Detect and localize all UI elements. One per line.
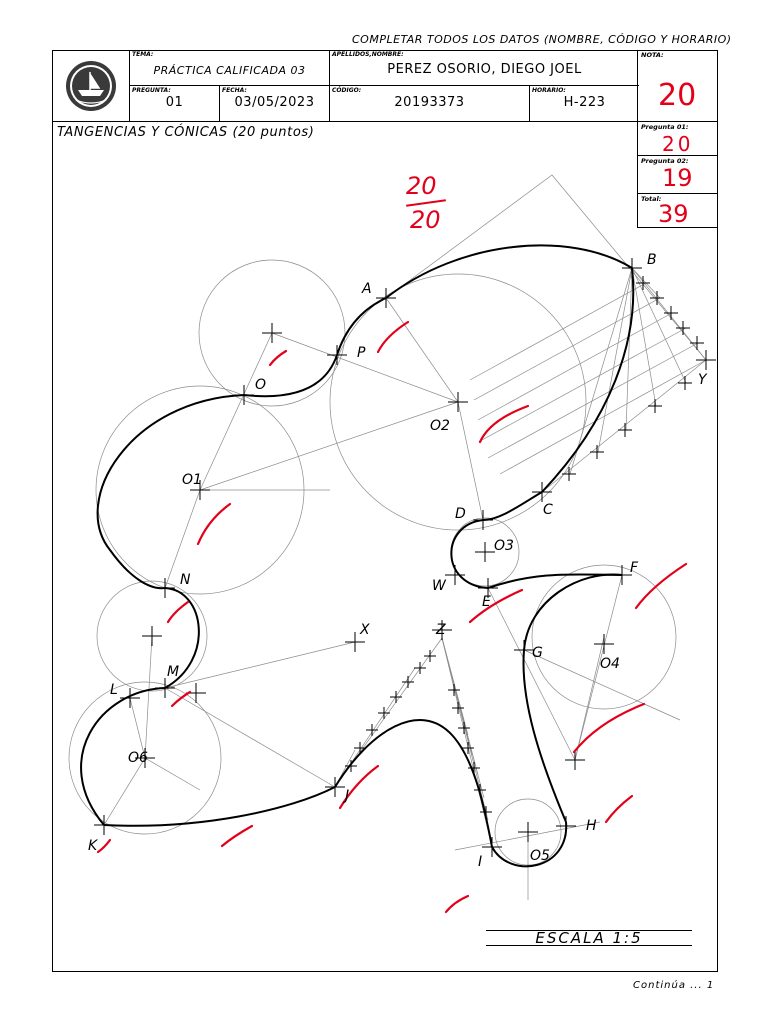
- point-label: M: [167, 664, 179, 680]
- point-label: X: [359, 622, 370, 638]
- p1-score: 20: [662, 132, 694, 156]
- grade-numerator: 20: [406, 172, 437, 200]
- point-label: J: [342, 788, 349, 804]
- pregunta-value: 01: [165, 95, 184, 110]
- point-label: Y: [698, 372, 708, 388]
- point-label: H: [586, 818, 597, 834]
- fecha-cell: FECHA: 03/05/2023: [220, 86, 330, 122]
- point-label: A: [361, 281, 372, 297]
- point-label: I: [478, 854, 482, 870]
- point-label: D: [455, 506, 466, 522]
- nota-value: 20: [658, 78, 697, 113]
- point-label: L: [110, 682, 118, 698]
- p2-box: Pregunta 02: 19: [637, 156, 718, 194]
- horario-cell: HORARIO: H-223: [530, 86, 639, 122]
- point-label: O2: [430, 418, 450, 434]
- point-label: O1: [182, 472, 202, 488]
- point-label: C: [543, 502, 553, 518]
- point-label: O: [255, 377, 266, 393]
- point-label: O4: [600, 656, 620, 672]
- logo-seal-icon: [66, 61, 116, 111]
- score-column: NOTA: 20 Pregunta 01: 20 Pregunta 02: 19…: [637, 50, 718, 228]
- point-label: F: [630, 560, 639, 576]
- point-label: N: [180, 572, 191, 588]
- point-labels: A B P O O2 O1 D C O3 W E F Y G O4 N M L …: [88, 252, 708, 870]
- tema-cell: TEMA: PRÁCTICA CALIFICADA 03: [130, 50, 330, 86]
- point-label: P: [357, 345, 366, 361]
- nota-box: NOTA: 20: [637, 50, 718, 122]
- horario-value: H-223: [563, 95, 606, 110]
- point-label: E: [482, 594, 491, 610]
- object-outline: [80, 244, 635, 868]
- pregunta-cell: PREGUNTA: 01: [130, 86, 220, 122]
- point-label: W: [432, 578, 447, 594]
- point-label: G: [532, 645, 543, 661]
- point-label: Z: [435, 622, 446, 638]
- title-block: TEMA: PRÁCTICA CALIFICADA 03 APELLIDOS,N…: [52, 50, 639, 122]
- construction-lines: [68, 174, 707, 900]
- p2-score: 19: [662, 164, 693, 192]
- point-label: B: [647, 252, 657, 268]
- codigo-value: 20193373: [394, 95, 465, 110]
- apellidos-cell: APELLIDOS,NOMBRE: PEREZ OSORIO, DIEGO JO…: [330, 50, 639, 86]
- apellidos-value: PEREZ OSORIO, DIEGO JOEL: [387, 62, 582, 77]
- grade-denominator: 20: [410, 206, 441, 234]
- header-note: COMPLETAR TODOS LOS DATOS (NOMBRE, CÓDIG…: [352, 33, 732, 46]
- tema-value: PRÁCTICA CALIFICADA 03: [153, 64, 306, 77]
- point-label: O5: [530, 848, 550, 864]
- p1-box: Pregunta 01: 20: [637, 122, 718, 156]
- drawing-frame: [52, 50, 718, 972]
- codigo-cell: CÓDIGO: 20193373: [330, 86, 530, 122]
- point-label: K: [88, 838, 99, 854]
- fecha-value: 03/05/2023: [234, 95, 315, 110]
- problem-title: TANGENCIAS Y CÓNICAS (20 puntos): [57, 125, 315, 140]
- point-label: O3: [494, 538, 514, 554]
- point-label: O6: [128, 750, 148, 766]
- scale-label: ESCALA 1:5: [486, 930, 692, 946]
- point-markers: [94, 258, 716, 857]
- university-logo: [52, 50, 130, 122]
- total-score: 39: [658, 200, 689, 228]
- total-box: Total: 39: [637, 194, 718, 228]
- footer-continua: Continúa ... 1: [633, 980, 715, 991]
- grader-check-marks: [96, 320, 688, 914]
